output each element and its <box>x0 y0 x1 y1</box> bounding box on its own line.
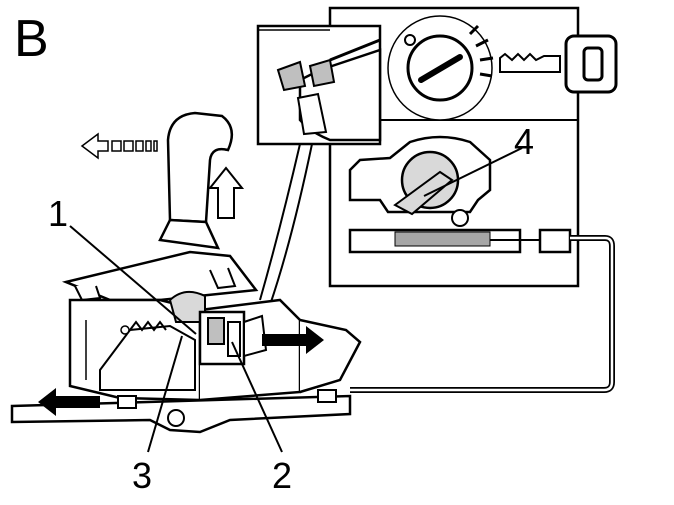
callout-4: 4 <box>514 121 534 162</box>
key-icon <box>499 34 618 94</box>
arrow-right-icon <box>262 326 324 354</box>
ignition-cylinder-icon <box>387 15 494 121</box>
brake-pedal-inset <box>256 24 382 146</box>
arrow-left-icon <box>80 132 158 160</box>
callout-1: 1 <box>48 193 68 234</box>
ignition-inset <box>328 6 618 288</box>
callout-3: 3 <box>132 455 152 496</box>
key-interlock-mechanism <box>348 135 572 254</box>
callout-2: 2 <box>272 455 292 496</box>
arrow-left-base-icon <box>38 388 100 416</box>
shift-lock-solenoid <box>198 310 268 366</box>
panel-letter: B <box>14 10 49 68</box>
arrow-up-icon <box>207 166 245 219</box>
